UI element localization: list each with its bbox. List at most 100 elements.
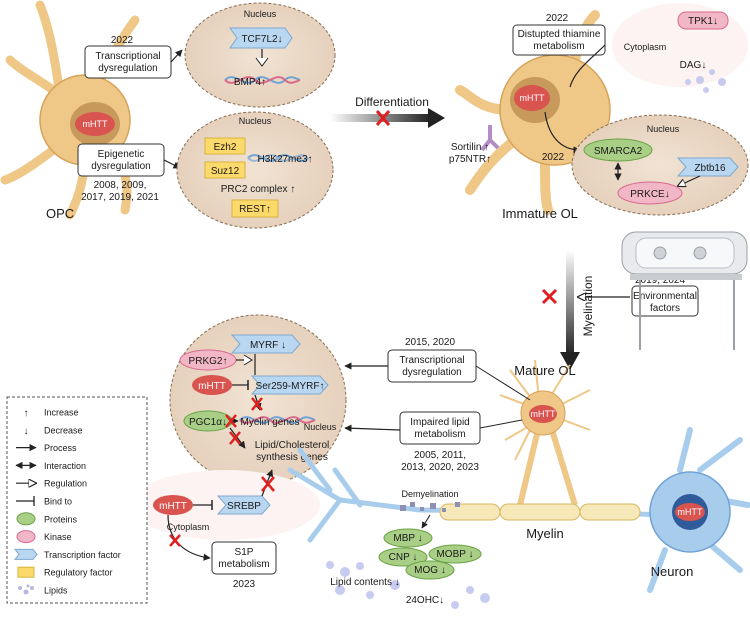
legend-row: ↓ Decrease	[24, 425, 83, 437]
differentiation-arrow-head	[428, 108, 445, 128]
zbtb16-label: Zbtb16	[694, 163, 726, 174]
legend-label: Regulation	[44, 479, 87, 489]
legend-label: Proteins	[44, 514, 78, 524]
cyto-mhtt-shape	[153, 495, 193, 515]
myrf-label: MYRF ↓	[250, 340, 286, 351]
legend-label: Process	[44, 443, 77, 453]
myelination-block-x-icon	[541, 288, 558, 305]
legend-row: Transcription factor	[13, 548, 121, 560]
legend-row: ↑Increase	[24, 408, 79, 420]
myelination-arrow-shaft	[566, 250, 574, 355]
legend-row: Regulatory factor	[17, 566, 113, 578]
environmental-years: 2019, 2024	[635, 275, 685, 286]
demyelination-label: Demyelination	[401, 489, 458, 499]
impaired-lipid-years-1: 2005, 2011,	[414, 450, 466, 461]
differentiation-label: Differentiation	[355, 95, 429, 109]
legend-symbol-transcription-factor	[13, 548, 38, 560]
mbp-protein-shape	[383, 528, 433, 548]
opc-year-top: 2022	[111, 35, 134, 46]
impaired-lipid-line2: metabolism	[414, 429, 465, 440]
legend-row: Regulation	[16, 479, 87, 489]
environmental-line1: Environmental	[633, 291, 697, 302]
opc-years-bottom-1: 2008, 2009,	[94, 180, 147, 191]
sortilin-receptor-icon	[480, 125, 500, 152]
lipid-genes-line2: synthesis genes	[256, 452, 328, 463]
rest-regulatory-shape	[231, 199, 279, 218]
incubator-icon	[621, 231, 748, 350]
legend-row: Process	[16, 443, 77, 453]
legend-label: Regulatory factor	[44, 568, 113, 578]
mature-mhtt-label: mHTT	[531, 409, 556, 419]
environmental-box	[631, 285, 699, 317]
immature-arrow-to-nucleus	[544, 111, 581, 154]
immature-cytoplasm-label: Cytoplasm	[624, 42, 667, 52]
cnp-protein-shape	[378, 547, 428, 567]
ser259-myrf-tf-shape	[250, 375, 329, 395]
mature-transcriptional-line2: dysregulation	[402, 367, 461, 378]
cyto-cytoplasm-label: Cytoplasm	[167, 522, 210, 532]
tpk1-label: TPK1↓	[688, 16, 718, 27]
impaired-lipid-line1: Impaired lipid	[410, 417, 469, 428]
legend-label: Kinase	[44, 532, 72, 542]
legend-row: Bind to	[16, 496, 72, 507]
mature-nucleus-title: Nucleus	[304, 422, 337, 432]
tpk1-kinase-shape	[677, 11, 729, 30]
myelin-label: Myelin	[526, 526, 564, 541]
legend-label: Transcription factor	[44, 550, 121, 560]
ezh2-regulatory-shape	[204, 137, 246, 155]
opc-epigenetic-line1: Epigenetic	[98, 149, 145, 160]
opc-arrow-to-nucleus1	[170, 49, 183, 63]
lipid-block-x-icon	[229, 431, 241, 445]
legend-symbol-decrease: ↓	[24, 426, 29, 437]
dag-lipid-dots	[685, 69, 726, 93]
smarca2-label: SMARCA2	[594, 146, 643, 157]
opc-mhtt-label: mHTT	[83, 119, 108, 129]
differentiation-block-x-icon	[375, 110, 391, 126]
srebp-block-x-icon	[261, 476, 275, 492]
mobp-protein-shape	[428, 544, 482, 564]
opc-transcriptional-line2: dysregulation	[98, 63, 157, 74]
opc-label: OPC	[46, 206, 74, 221]
prkg2-regulation-head	[243, 354, 253, 366]
s1p-line1: S1P	[235, 547, 254, 558]
legend-label: Decrease	[44, 425, 83, 435]
impaired-lipid-arrow	[344, 424, 401, 432]
dna-helix-3	[239, 416, 316, 424]
impaired-lipid-link	[479, 419, 523, 429]
zbtb16-tf-shape	[676, 157, 739, 177]
cnp-label: CNP ↓	[389, 552, 418, 563]
mobp-label: MOBP ↓	[436, 549, 473, 560]
prc2-label: PRC2 complex ↑	[221, 184, 295, 195]
mature-transcriptional-link	[475, 365, 531, 401]
mog-protein-shape	[405, 560, 455, 580]
s1p-year: 2023	[233, 579, 256, 590]
immature-nucleus-title: Nucleus	[647, 124, 680, 134]
legend-label: Increase	[44, 408, 79, 418]
ser259-block-x-icon	[251, 397, 263, 411]
legend-label: Interaction	[44, 461, 86, 471]
ezh2-label: Ezh2	[214, 142, 237, 153]
opc-years-bottom-2: 2017, 2019, 2021	[81, 192, 159, 203]
suz12-regulatory-shape	[204, 161, 246, 179]
pgc1a-block-x-icon	[225, 414, 237, 428]
mature-ol-label: Mature OL	[514, 363, 575, 378]
legend-row: Lipids	[18, 584, 68, 596]
ser259-myrf-label: Ser259-MYRF↑	[256, 381, 325, 392]
thiamine-link-line	[569, 44, 606, 88]
sortilin-label: Sortilin ↑	[451, 142, 489, 153]
bmp4-label: BMP4↑	[234, 77, 266, 88]
lipid-genes-line1: Lipid/Cholesterol	[255, 440, 330, 451]
legend-symbol-kinase	[16, 530, 36, 544]
legend-symbol-regulatory-factor	[17, 566, 35, 578]
legend-label: Bind to	[44, 497, 72, 507]
s1p-box	[211, 541, 277, 575]
legend-row: Kinase	[16, 530, 72, 544]
pgc1a-label: PGC1α↓	[189, 417, 227, 428]
immature-year-top: 2022	[546, 13, 569, 24]
legend-row: Interaction	[15, 461, 86, 471]
opc-transcriptional-line1: Transcriptional	[95, 51, 160, 62]
thiamine-line1: Distupted thiamine	[518, 29, 601, 40]
h3k27me3-label: H3K27me3↑	[257, 154, 312, 165]
